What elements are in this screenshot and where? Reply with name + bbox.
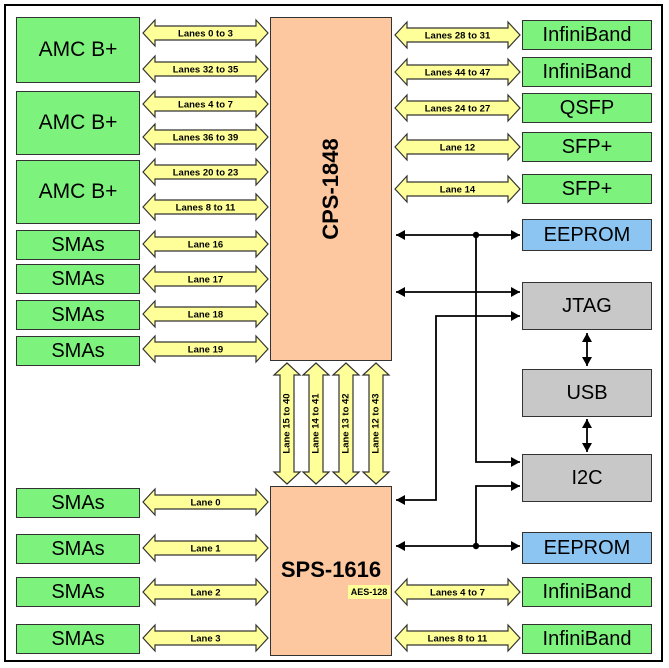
left-lane-arrow-13-label: Lane 2 [190,588,220,599]
vertical-lane-arrow-2-label: Lane 14 to 41 [311,393,322,454]
left-lane-arrow-10-label: Lane 19 [188,345,223,356]
vertical-lane-arrow-2 [301,362,331,485]
cps-eeprom-head-left [396,230,405,240]
usb-i2c-head-up [582,419,592,428]
smas-block-7: SMAs [16,577,140,607]
cps-jtag-head-left [396,287,405,297]
left-lane-arrow-8 [142,264,269,294]
vertical-lane-arrow-1-label: Lane 15 to 40 [282,393,293,453]
amc-block-2: AMC B+ [16,91,140,155]
left-lane-arrow-13 [142,577,269,607]
left-lane-arrow-2-label: Lanes 32 to 35 [173,65,239,76]
left-lane-arrow-14 [142,623,269,653]
sps-1616-chip: SPS-1616 [270,486,392,656]
right-lane-arrow-5-label: Lane 14 [440,185,476,196]
right-lane-arrow-7-label: Lanes 8 to 11 [428,634,488,645]
left-lane-arrow-6-label: Lanes 8 to 11 [176,203,236,214]
sfp-block-2: SFP+ [522,174,652,204]
left-lane-arrow-4-label: Lanes 36 to 39 [173,133,238,144]
right-lane-arrow-5 [394,174,521,204]
smas-block-6: SMAs [16,534,140,564]
right-lane-arrow-6-label: Lanes 4 to 7 [430,588,485,599]
smas-block-3: SMAs [16,300,140,330]
left-lane-arrow-3-label: Lanes 4 to 7 [178,100,233,111]
jtag-usb-head-down [582,357,592,366]
left-lane-arrow-10 [142,334,269,364]
smas-block-8: SMAs [16,624,140,654]
right-lane-arrow-3 [394,93,521,123]
eeprom-block-1: EEPROM [522,219,652,251]
right-lane-arrow-2-label: Lanes 44 to 47 [425,68,490,79]
amc-block-1: AMC B+ [16,17,140,83]
right-lane-arrow-1 [394,20,521,50]
right-lane-arrow-1-label: Lanes 28 to 31 [425,31,491,42]
i2c-block: I2C [522,454,652,502]
right-lane-arrow-6 [394,577,521,607]
infiniband-block-1: InfiniBand [522,20,652,50]
eeprom-block-2: EEPROM [522,532,652,564]
left-lane-arrow-7-label: Lane 16 [188,240,223,251]
sps-jtag-head-left [396,495,405,505]
left-lane-arrow-11-label: Lane 0 [190,498,220,509]
left-lane-arrow-5-label: Lanes 20 to 23 [173,168,238,179]
right-lane-arrow-3-label: Lanes 24 to 27 [425,104,490,115]
infiniband-block-4: InfiniBand [522,624,652,654]
smas-block-2: SMAs [16,264,140,294]
sfp-block-1: SFP+ [522,132,652,162]
vertical-lane-arrow-3 [331,362,361,485]
cps-eeprom-head-right [511,230,520,240]
right-lane-arrow-4 [394,132,521,162]
left-lane-arrow-3 [142,89,269,119]
left-lane-arrow-1-label: Lanes 0 to 3 [178,29,233,40]
left-lane-arrow-12 [142,533,269,563]
right-lane-arrow-7 [394,623,521,653]
infiniband-block-3: InfiniBand [522,577,652,607]
usb-block: USB [522,369,652,417]
cps-jtag-head-right [511,287,520,297]
eeprom2-i2c-head [511,481,520,491]
left-lane-arrow-4 [142,122,269,152]
left-lane-arrow-8-label: Lane 17 [188,275,223,286]
left-lane-arrow-11 [142,487,269,517]
right-lane-arrow-2 [394,57,521,87]
amc-block-3: AMC B+ [16,160,140,224]
sps-1616-label: SPS-1616 [280,557,382,582]
left-lane-arrow-1 [142,18,269,48]
smas-block-4: SMAs [16,336,140,366]
jtag-usb-head-up [582,333,592,342]
vertical-lane-arrow-4-label: Lane 12 to 43 [371,393,382,453]
smas-block-1: SMAs [16,230,140,260]
sps-jtag-line [396,315,520,501]
qsfp-block: QSFP [522,93,652,123]
vertical-lane-arrow-3-label: Lane 13 to 42 [341,393,352,453]
vertical-lane-arrow-1 [272,362,302,485]
aes-128-label: AES-128 [348,585,390,599]
left-lane-arrow-2 [142,54,269,84]
cps-1848-chip: CPS-1848 [270,17,392,361]
jtag-block: JTAG [522,282,652,330]
left-lane-arrow-9-label: Lane 18 [188,310,223,321]
smas-block-5: SMAs [16,488,140,518]
infiniband-block-2: InfiniBand [522,57,652,87]
right-lane-arrow-4-label: Lane 12 [440,143,475,154]
left-lane-arrow-14-label: Lane 3 [190,634,220,645]
usb-i2c-head-down [582,443,592,452]
left-lane-arrow-12-label: Lane 1 [190,544,221,555]
left-lane-arrow-9 [142,299,269,329]
vertical-lane-arrow-4 [361,362,391,485]
sps-eeprom-head-right [511,541,520,551]
left-lane-arrow-6 [142,192,269,222]
sps-jtag-head-right [511,311,520,321]
left-lane-arrow-5 [142,157,269,187]
eeprom2-i2c-line [475,485,520,546]
sps-eeprom-head-left [396,541,405,551]
left-lane-arrow-7 [142,229,269,259]
eeprom-i2c-head [511,457,520,467]
eeprom-i2c-line [475,235,520,463]
